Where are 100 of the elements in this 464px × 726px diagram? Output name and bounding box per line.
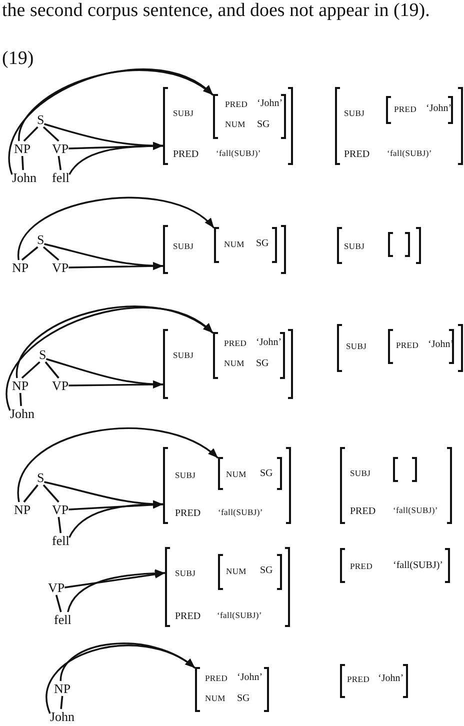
correspondence-arrow [46,644,196,714]
empty-matrix [388,233,410,256]
tree-node-label: VP [48,580,65,595]
correspondence-arrow [18,428,219,502]
tree-node-label: VP [52,141,69,156]
feature-value: PRED [173,149,199,161]
feature-value: ‘John’ [256,337,282,349]
tree-branch-line [42,246,60,261]
tree-branch-line [23,126,38,142]
tree-node-label: S [37,470,44,485]
feature-name: SUBJ [346,341,367,352]
tree-branch-line [21,156,24,170]
tree-branch-line [19,392,22,406]
feature-value: PRED [175,611,201,623]
correspondence-arrow [68,142,164,175]
tree-node-label: fell [52,533,70,548]
feature-name: PRED [224,338,247,349]
feature-name: PRED [225,99,248,110]
feature-value: SG [237,693,250,705]
tree-node-label: VP [52,502,69,517]
body-text: the second corpus sentence, and does not appear in (19). [2,0,431,21]
feature-name: SUBJ [175,470,196,481]
correspondence-arrow [18,197,215,260]
attribute-value-matrix [337,325,463,371]
tree-node-label: fell [52,170,70,185]
correspondence-arrow [68,262,164,270]
attribute-value-matrix [195,668,269,711]
feature-name: PRED [394,104,417,115]
feature-name: ‘fall(SUBJ)’ [216,148,261,159]
feature-value: SG [256,358,269,370]
attribute-value-matrix [340,549,450,582]
attribute-value-matrix [214,228,277,262]
feature-value: ‘John’ [257,98,283,110]
tree-branch-line [55,594,62,612]
feature-name: NUM [226,469,246,480]
feature-name: SUBJ [173,108,194,119]
tree-node-label: NP [14,502,31,517]
tree-node-label: S [37,112,44,127]
attribute-value-matrix [163,448,291,523]
feature-name: NUM [225,119,246,130]
tree-node-label: fell [54,612,72,627]
tree-node-label: S [37,232,44,247]
feature-value: ‘John’ [378,673,404,685]
feature-name: ‘fall(SUBJ)’ [218,507,263,518]
attribute-value-matrix [213,333,285,378]
feature-name: SUBJ [173,350,194,361]
tree-branch-line [58,516,62,534]
attribute-value-matrix [340,665,408,697]
attribute-value-matrix [335,88,463,164]
tree-branch-line [60,696,64,710]
tree-node-label: NP [14,141,31,156]
feature-name: ‘fall(SUBJ)’ [393,505,438,516]
attribute-value-matrix [163,226,286,273]
feature-value: ‘John’ [237,672,263,684]
correspondence-arrow [67,569,166,612]
tree-node-label: S [39,347,46,362]
tree-node-label: VP [52,260,69,275]
feature-value: SG [260,468,273,480]
correspondence-arrow [8,68,214,175]
tree-branch-line [42,484,60,503]
tree-node-label: John [50,709,75,724]
feature-name: NUM [224,358,244,369]
attribute-value-matrix [218,458,282,489]
feature-value: PRED [175,508,201,520]
feature-value: PRED [344,149,370,161]
correspondence-arrow [68,500,163,538]
tree-node-label: VP [52,378,69,393]
tree-node-label: NP [12,260,29,275]
attribute-value-matrix [386,97,453,123]
feature-name: NUM [224,239,244,250]
feature-name: NUM [205,693,226,704]
feature-name: PRED [347,674,370,685]
feature-value: ‘fall(SUBJ)’ [393,560,443,572]
feature-value: SG [257,119,270,131]
feature-value: PRED [350,506,376,518]
tree-node-label: John [12,170,37,185]
feature-name: SUBJ [175,568,196,579]
feature-value: SG [256,238,269,250]
attribute-value-matrix [163,330,293,398]
correspondence-arrow [60,642,196,682]
tree-node-label: NP [54,681,71,696]
feature-name: SUBJ [173,241,194,252]
correspondence-arrow [16,306,214,378]
feature-name: ‘fall(SUBJ)’ [217,610,262,621]
feature-name: ‘fall(SUBJ)’ [387,148,432,159]
tree-branch-line [23,484,38,503]
correspondence-arrow [6,306,214,411]
correspondence-arrow [64,570,166,588]
tree-node-label: NP [12,378,29,393]
feature-name: SUBJ [344,108,365,119]
attribute-value-matrix [213,95,286,138]
attribute-value-matrix [388,330,454,363]
tree-branch-line [44,361,60,379]
tree-branch-line [21,246,38,261]
feature-name: PRED [396,340,419,351]
correspondence-arrow [18,69,214,142]
feature-value: ‘John’ [426,103,452,115]
feature-name: SUBJ [350,468,371,479]
feature-value: SG [260,565,273,577]
feature-value: ‘John’ [428,339,454,351]
